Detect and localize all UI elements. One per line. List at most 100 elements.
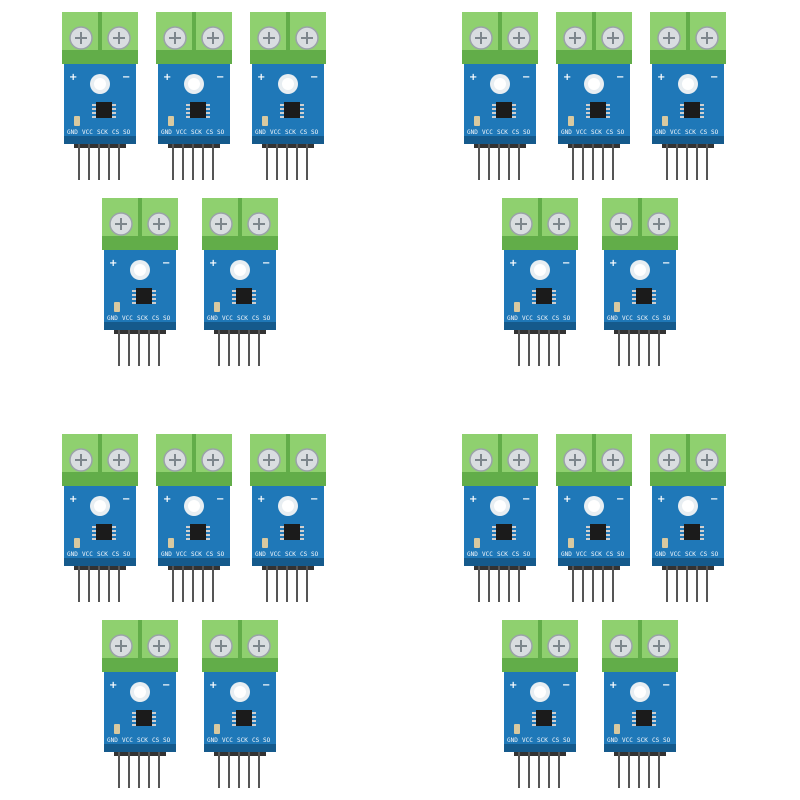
chip-icon bbox=[492, 102, 516, 118]
pin-label-cs: CS bbox=[112, 551, 120, 558]
pin-label-so: SO bbox=[311, 551, 319, 558]
pin-label-cs: CS bbox=[652, 315, 660, 322]
pin-label-cs: CS bbox=[252, 737, 260, 744]
pin-label-sck: SCK bbox=[97, 551, 108, 558]
module-illustration: + − GND VCC SCK CS SO bbox=[462, 12, 538, 180]
header-pin bbox=[508, 144, 510, 180]
chip-icon bbox=[232, 288, 256, 304]
pin-label-sck: SCK bbox=[97, 129, 108, 136]
header-pin bbox=[78, 144, 80, 180]
pin-label-cs: CS bbox=[700, 129, 708, 136]
terminal-block bbox=[156, 434, 232, 486]
pin-label-vcc: VCC bbox=[622, 737, 633, 744]
header-pin bbox=[706, 144, 708, 180]
pin-label-vcc: VCC bbox=[222, 737, 233, 744]
pcb-edge bbox=[64, 136, 136, 144]
module-illustration: + − GND VCC SCK CS SO bbox=[502, 620, 578, 788]
terminal-block bbox=[202, 620, 278, 672]
header-pin bbox=[138, 752, 140, 788]
header-pin bbox=[592, 144, 594, 180]
header-pins bbox=[262, 140, 314, 180]
header-pin bbox=[258, 752, 260, 788]
header-pin bbox=[582, 566, 584, 602]
mounting-hole bbox=[494, 500, 506, 512]
pin-label-vcc: VCC bbox=[82, 129, 93, 136]
pin-label-gnd: GND bbox=[67, 129, 78, 136]
pcb-edge bbox=[558, 558, 630, 566]
header-pin bbox=[212, 144, 214, 180]
header-pin bbox=[572, 144, 574, 180]
chip-icon bbox=[186, 102, 210, 118]
terminal-block bbox=[156, 12, 232, 64]
ic-chip bbox=[190, 524, 206, 540]
minus-label: − bbox=[310, 494, 318, 505]
header-pin bbox=[518, 566, 520, 602]
ic-chip bbox=[684, 102, 700, 118]
pcb-edge bbox=[558, 136, 630, 144]
plus-label: + bbox=[469, 494, 477, 505]
pcb-edge bbox=[158, 136, 230, 144]
header-pin bbox=[218, 330, 220, 366]
header-pin bbox=[248, 330, 250, 366]
header-pin bbox=[518, 752, 520, 788]
minus-label: − bbox=[562, 258, 570, 269]
minus-label: − bbox=[616, 72, 624, 83]
pin-label-vcc: VCC bbox=[222, 315, 233, 322]
plus-label: + bbox=[209, 680, 217, 691]
thermocouple-module: + − GND VCC SCK CS SO bbox=[500, 198, 580, 368]
ic-chip bbox=[284, 102, 300, 118]
header-pins bbox=[262, 562, 314, 602]
pin-label-vcc: VCC bbox=[122, 315, 133, 322]
pin-label-cs: CS bbox=[152, 315, 160, 322]
capacitor bbox=[614, 724, 620, 734]
plus-label: + bbox=[563, 494, 571, 505]
pin-label-sck: SCK bbox=[497, 551, 508, 558]
header-pins bbox=[662, 140, 714, 180]
pin-label-gnd: GND bbox=[507, 737, 518, 744]
chip-icon bbox=[586, 102, 610, 118]
mounting-hole bbox=[494, 78, 506, 90]
plus-label: + bbox=[109, 258, 117, 269]
pcb-edge bbox=[652, 136, 724, 144]
header-pin bbox=[592, 566, 594, 602]
header-pin bbox=[686, 144, 688, 180]
pin-label-gnd: GND bbox=[255, 129, 266, 136]
minus-label: − bbox=[662, 258, 670, 269]
plus-label: + bbox=[257, 72, 265, 83]
pin-label-vcc: VCC bbox=[670, 551, 681, 558]
thermocouple-module: + − GND VCC SCK CS SO bbox=[648, 434, 728, 604]
module-illustration: + − GND VCC SCK CS SO bbox=[156, 12, 232, 180]
header-pin bbox=[618, 330, 620, 366]
ic-chip bbox=[590, 524, 606, 540]
pcb-edge bbox=[252, 136, 324, 144]
pin-label-sck: SCK bbox=[191, 551, 202, 558]
header-pin bbox=[286, 144, 288, 180]
pin-label-so: SO bbox=[123, 551, 131, 558]
pcb-edge bbox=[104, 322, 176, 330]
pin-label-so: SO bbox=[617, 129, 625, 136]
pin-label-so: SO bbox=[523, 129, 531, 136]
pcb-edge bbox=[504, 744, 576, 752]
pin-label-cs: CS bbox=[552, 315, 560, 322]
header-pin bbox=[218, 752, 220, 788]
header-pin bbox=[696, 144, 698, 180]
header-pin bbox=[676, 566, 678, 602]
pin-label-gnd: GND bbox=[607, 315, 618, 322]
thermocouple-module: + − GND VCC SCK CS SO bbox=[554, 434, 634, 604]
header-pins bbox=[662, 562, 714, 602]
pin-label-sck: SCK bbox=[285, 551, 296, 558]
header-pin bbox=[182, 144, 184, 180]
header-pin bbox=[666, 566, 668, 602]
mounting-hole bbox=[94, 500, 106, 512]
chip-icon bbox=[92, 524, 116, 540]
header-pin bbox=[172, 566, 174, 602]
header-pin bbox=[488, 566, 490, 602]
header-pin bbox=[228, 330, 230, 366]
header-pins bbox=[614, 748, 666, 788]
pin-label-gnd: GND bbox=[67, 551, 78, 558]
minus-label: − bbox=[122, 72, 130, 83]
header-pin bbox=[618, 752, 620, 788]
minus-label: − bbox=[262, 680, 270, 691]
header-pin bbox=[676, 144, 678, 180]
pin-label-gnd: GND bbox=[107, 737, 118, 744]
